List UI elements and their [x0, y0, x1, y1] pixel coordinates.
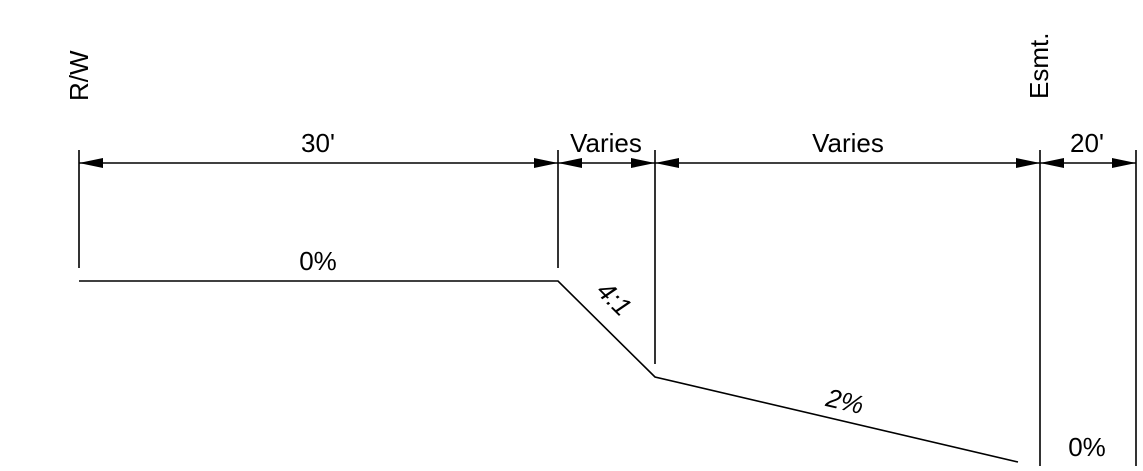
arrowhead [534, 158, 558, 168]
dimension-varies-label: Varies [570, 128, 642, 158]
dimension-varies-label: Varies [812, 128, 884, 158]
arrowhead [1112, 158, 1136, 168]
esmt-label: Esmt. [1024, 33, 1054, 99]
slope-0pct-label: 0% [1068, 432, 1106, 462]
arrowhead [1016, 158, 1040, 168]
slope-2pct-label: 2% [822, 382, 866, 420]
dimension-20-label: 20' [1070, 128, 1104, 158]
arrowhead [655, 158, 679, 168]
arrowhead [631, 158, 655, 168]
arrowhead [1040, 158, 1064, 168]
dimension-30-label: 30' [301, 128, 335, 158]
rw-label: R/W [64, 50, 94, 101]
arrowhead [79, 158, 103, 168]
slope-0pct-label: 0% [299, 246, 337, 276]
slope-4-1-label: 4:1 [591, 275, 638, 322]
arrowhead [558, 158, 582, 168]
ground-profile-line [79, 280, 1019, 463]
